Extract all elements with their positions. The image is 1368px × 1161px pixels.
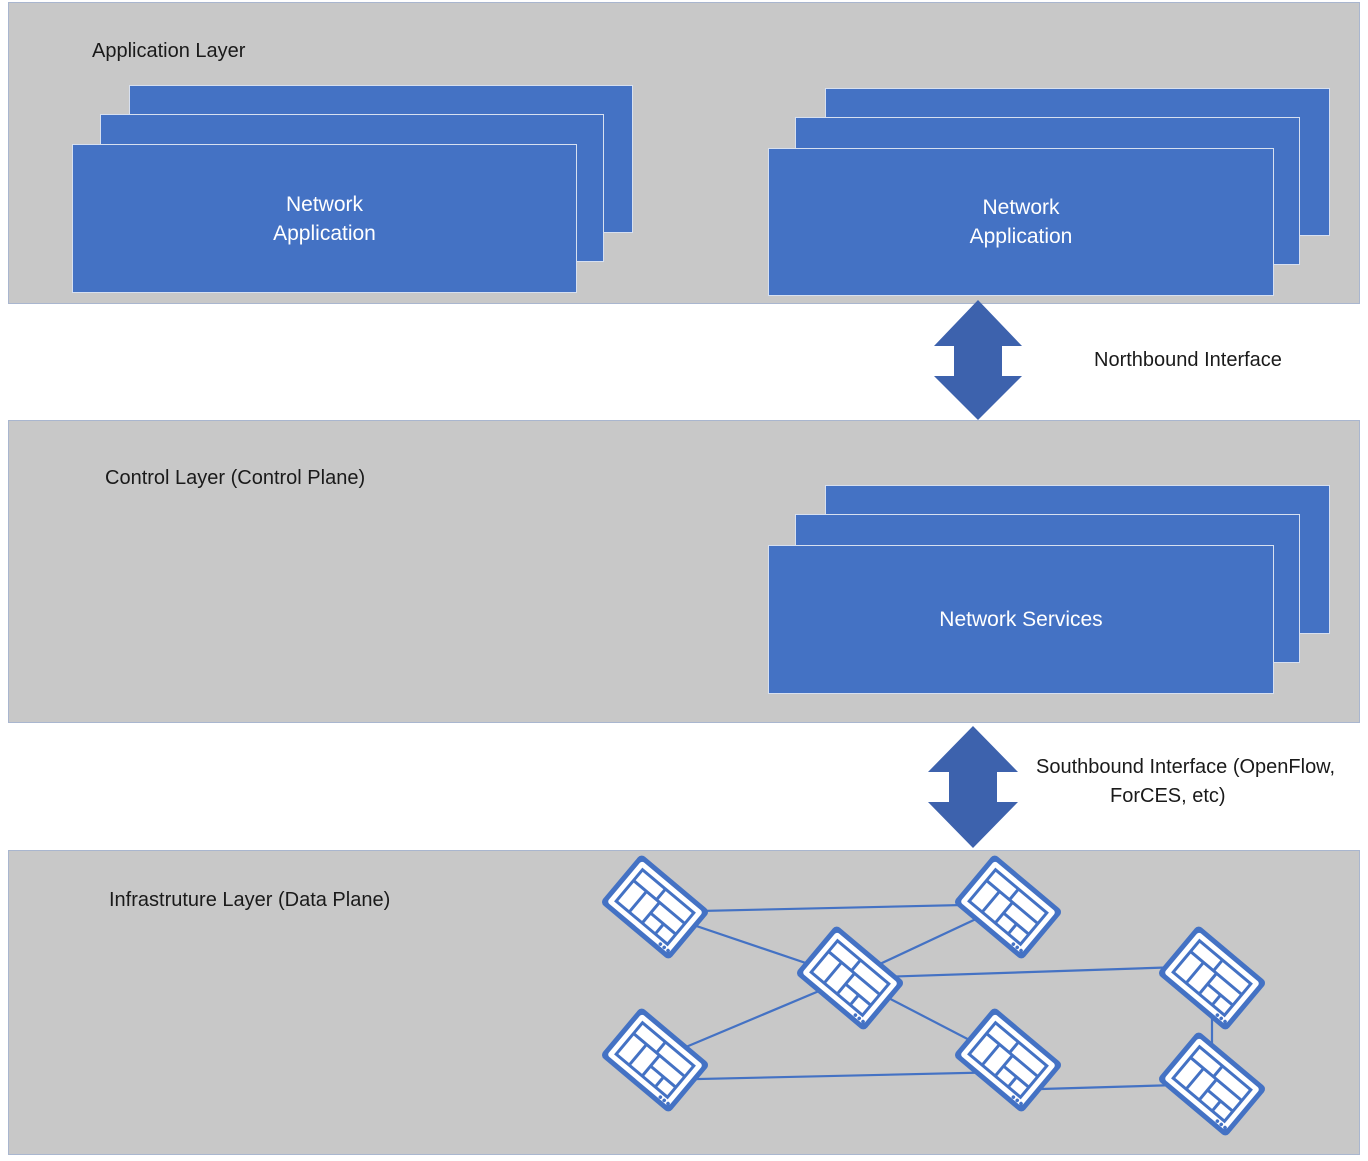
network-application-label-line2: Application [273,221,376,245]
southbound-interface-label-line1: Southbound Interface (OpenFlow, [1036,756,1336,778]
network-application-box-right[interactable]: Network Application [768,148,1274,296]
application-layer-title: Application Layer [92,40,246,62]
network-link [849,964,1213,980]
northbound-double-arrow-icon [934,300,1022,420]
network-switch-icon [599,853,711,961]
network-application-box-left[interactable]: Network Application [72,144,577,293]
network-application-label-line2: Application [969,225,1073,248]
southbound-interface-label-line2: ForCES, etc) [1110,785,1226,807]
network-switch-icon [794,924,906,1032]
southbound-interface-label: Southbound Interface (OpenFlow, ForCES, … [1036,753,1366,811]
network-switch-icon [1156,1030,1268,1138]
southbound-double-arrow-icon [928,726,1018,848]
network-services-box[interactable]: Network Services [768,545,1274,694]
network-switch-icon [1156,924,1268,1032]
network-switch-icon [599,1006,711,1114]
network-application-label-line1: Network [285,192,363,216]
network-switch-icon [952,853,1064,961]
network-switch-icon [952,1006,1064,1114]
network-application-label-line1: Network [982,196,1060,219]
control-layer-title: Control Layer (Control Plane) [105,467,366,489]
network-link [654,902,1009,914]
network-link [654,1070,1009,1082]
northbound-interface-label: Northbound Interface [1094,349,1282,371]
network-services-label: Network Services [939,608,1103,631]
infrastructure-layer-title: Infrastruture Layer (Data Plane) [109,889,391,911]
